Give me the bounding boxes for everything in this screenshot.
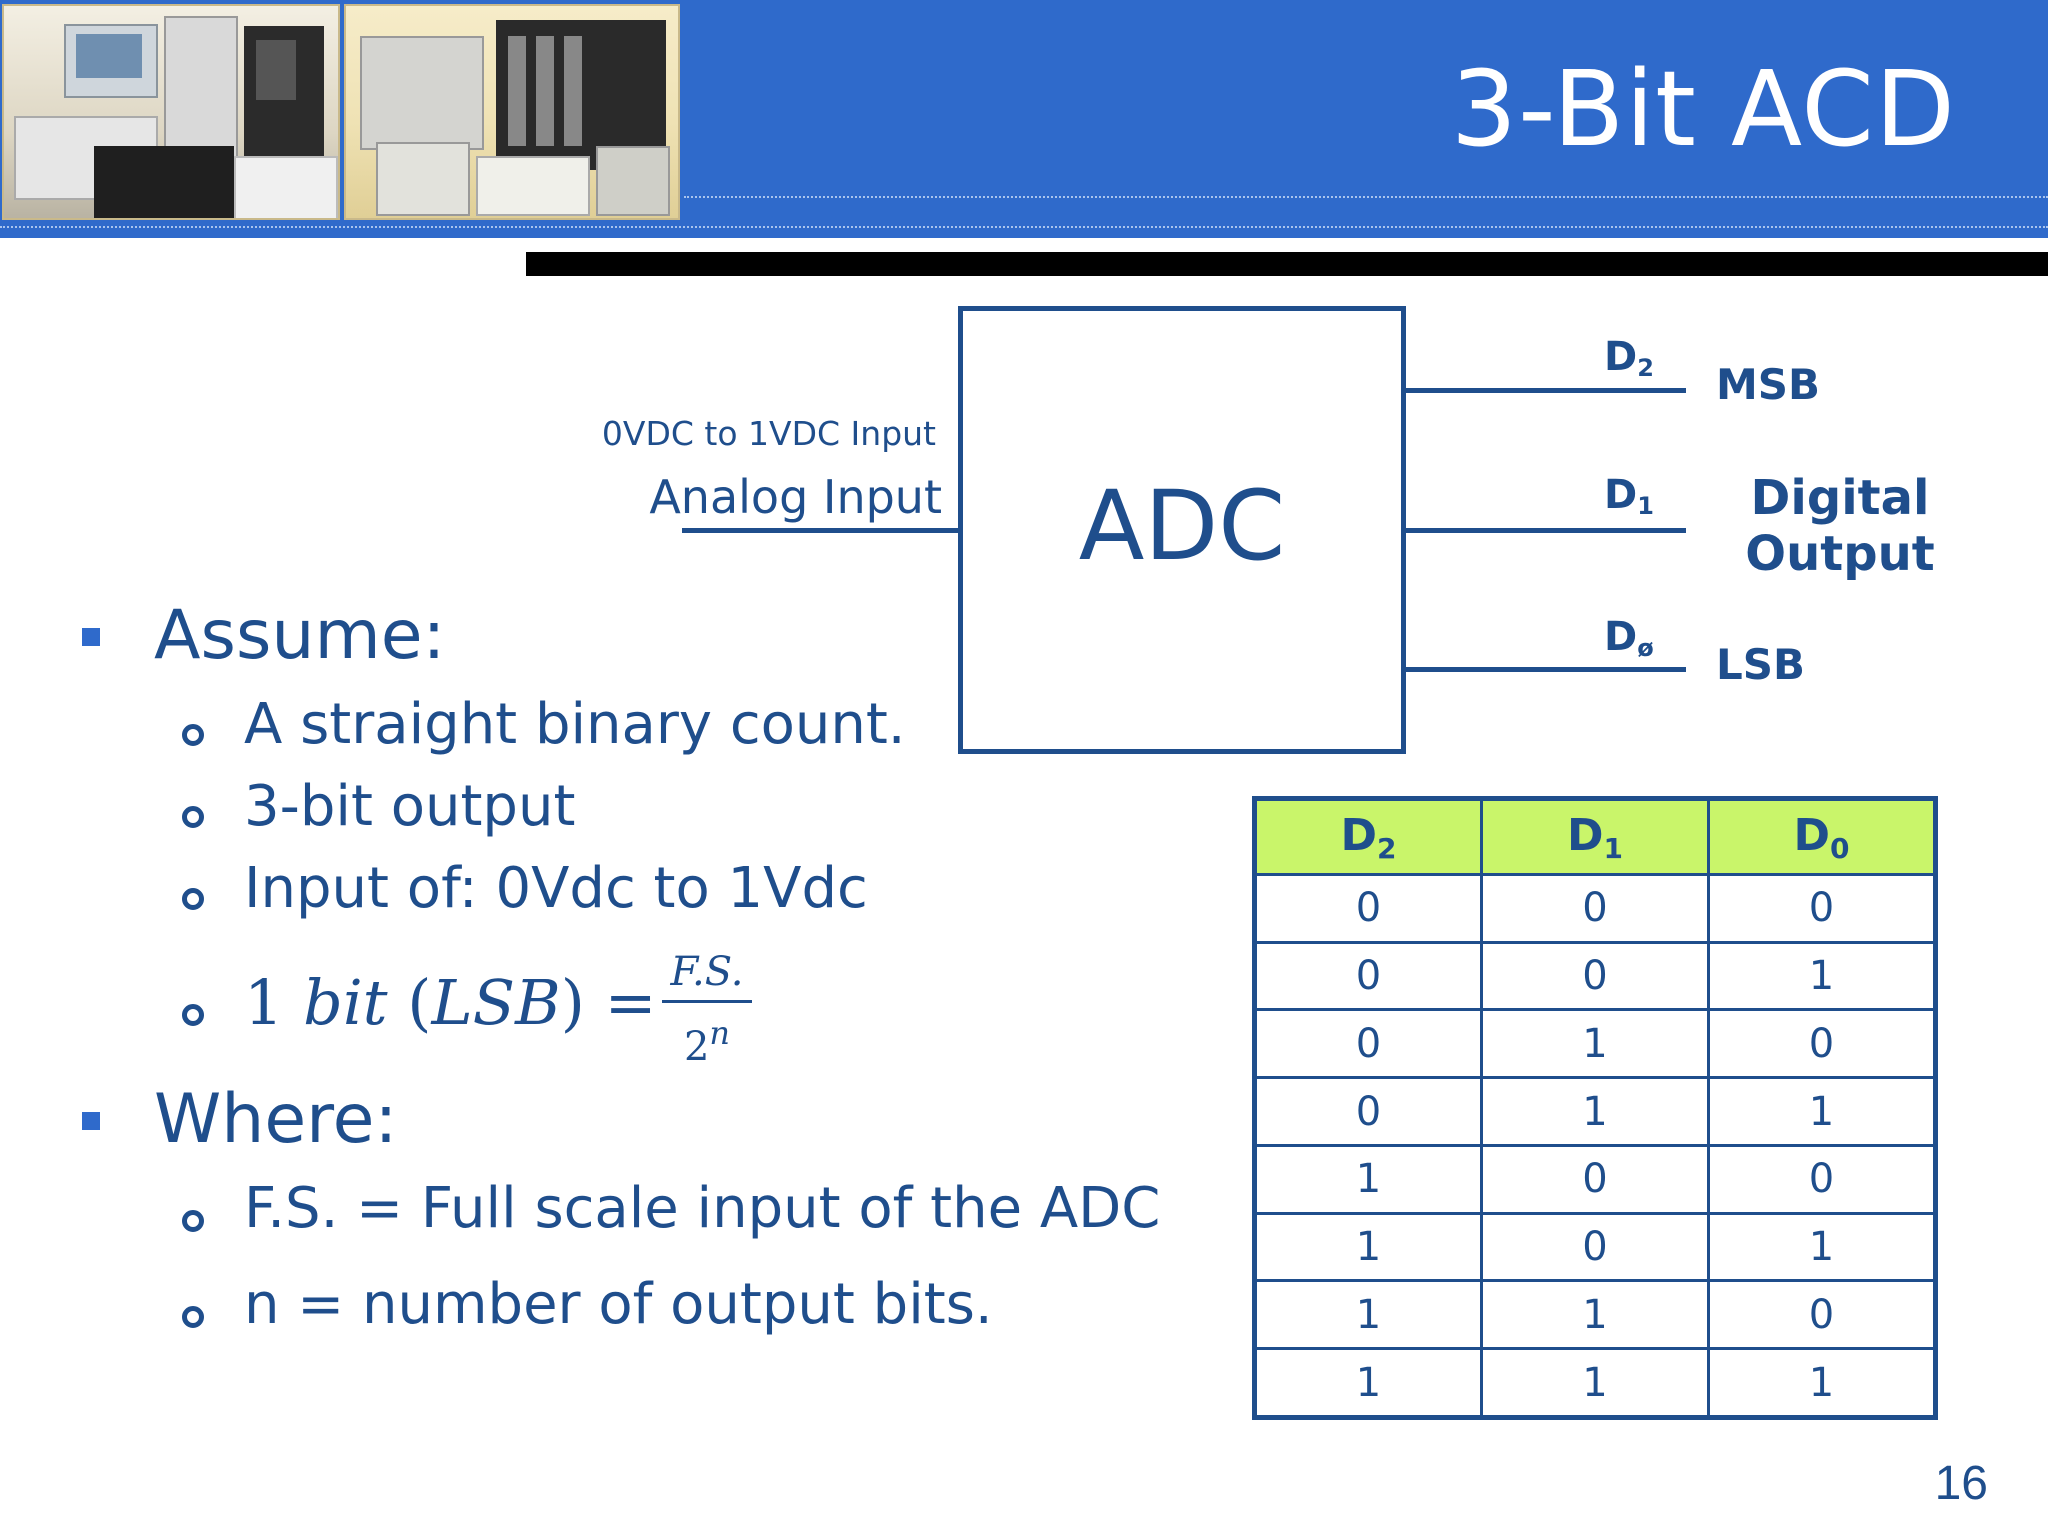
bullet-ring <box>182 888 204 910</box>
header-band <box>0 0 2048 238</box>
output-wire-d1 <box>1406 528 1686 533</box>
bullet-ring <box>182 1004 204 1026</box>
output-label-d0: Dø <box>1604 614 1654 662</box>
page-number: 16 <box>1934 1457 1988 1510</box>
assume-item: A straight binary count. <box>244 692 906 757</box>
table-cell: 0 <box>1253 1008 1483 1080</box>
input-range-label: 0VDC to 1VDC Input <box>601 414 936 453</box>
header-photo-plc-racks <box>2 4 340 220</box>
table-cell: 1 <box>1253 1143 1483 1215</box>
table-cell: 1 <box>1253 1279 1483 1351</box>
table-cell: 0 <box>1253 1076 1483 1147</box>
title-underline-bar <box>526 252 2048 276</box>
where-item: F.S. = Full scale input of the ADC <box>244 1176 1161 1241</box>
formula-lhs: 1 bit (LSB) = <box>244 966 657 1039</box>
output-label-d2: D2 <box>1604 334 1654 382</box>
table-cell: 0 <box>1253 940 1483 1012</box>
table-cell: 0 <box>1480 1143 1710 1215</box>
table-cell: 1 <box>1480 1008 1710 1080</box>
column-header-d2: D2 <box>1253 797 1483 876</box>
bullet-ring <box>182 1210 204 1232</box>
analog-input-wire <box>682 528 960 533</box>
where-item: n = number of output bits. <box>244 1272 993 1337</box>
table-cell: 1 <box>1480 1076 1710 1147</box>
table-cell: 1 <box>1707 940 1937 1012</box>
digital-output-label: Digital Output <box>1745 470 1935 582</box>
bullet-square <box>82 1112 100 1130</box>
bullet-ring <box>182 724 204 746</box>
output-label-d1: D1 <box>1604 472 1654 520</box>
table-cell: 1 <box>1253 1211 1483 1283</box>
table-cell: 0 <box>1707 1008 1937 1080</box>
table-cell: 1 <box>1707 1347 1937 1419</box>
table-header-row: D2 D1 D0 <box>1253 797 1937 876</box>
column-header-d1: D1 <box>1480 797 1710 876</box>
assume-item: Input of: 0Vdc to 1Vdc <box>244 856 868 921</box>
header-photo-controllers <box>344 4 680 220</box>
table-cell: 0 <box>1480 940 1710 1012</box>
msb-label: MSB <box>1716 360 1821 409</box>
table-cell: 0 <box>1480 1211 1710 1283</box>
assume-heading: Assume: <box>154 596 446 675</box>
table-cell: 0 <box>1480 873 1710 944</box>
where-heading: Where: <box>154 1080 398 1159</box>
header-divider-dotted <box>684 196 2048 198</box>
table-cell: 1 <box>1480 1279 1710 1351</box>
fraction-bar <box>662 1000 752 1003</box>
table-cell: 0 <box>1707 1279 1937 1351</box>
table-cell: 1 <box>1480 1347 1710 1419</box>
table-cell: 0 <box>1253 873 1483 944</box>
column-header-d0: D0 <box>1707 797 1937 876</box>
bullet-ring <box>182 1306 204 1328</box>
analog-input-label: Analog Input <box>649 470 942 524</box>
slide-title: 3-Bit ACD <box>1450 48 1956 170</box>
table-cell: 1 <box>1707 1211 1937 1283</box>
formula-fraction: F.S. 2n <box>662 948 752 1073</box>
header-divider-dotted-lower <box>0 226 2048 228</box>
table-cell: 0 <box>1707 1143 1937 1215</box>
formula-denominator: 2n <box>683 1014 731 1070</box>
output-wire-d0 <box>1406 667 1686 672</box>
output-wire-d2 <box>1406 388 1686 393</box>
bullet-square <box>82 628 100 646</box>
lsb-label: LSB <box>1716 640 1806 689</box>
table-cell: 0 <box>1707 873 1937 944</box>
table-cell: 1 <box>1253 1347 1483 1419</box>
assume-item: 3-bit output <box>244 774 576 839</box>
table-cell: 1 <box>1707 1076 1937 1147</box>
adc-block <box>958 306 1406 754</box>
formula-numerator: F.S. <box>670 949 744 995</box>
bullet-ring <box>182 806 204 828</box>
adc-block-label: ADC <box>1078 470 1286 582</box>
